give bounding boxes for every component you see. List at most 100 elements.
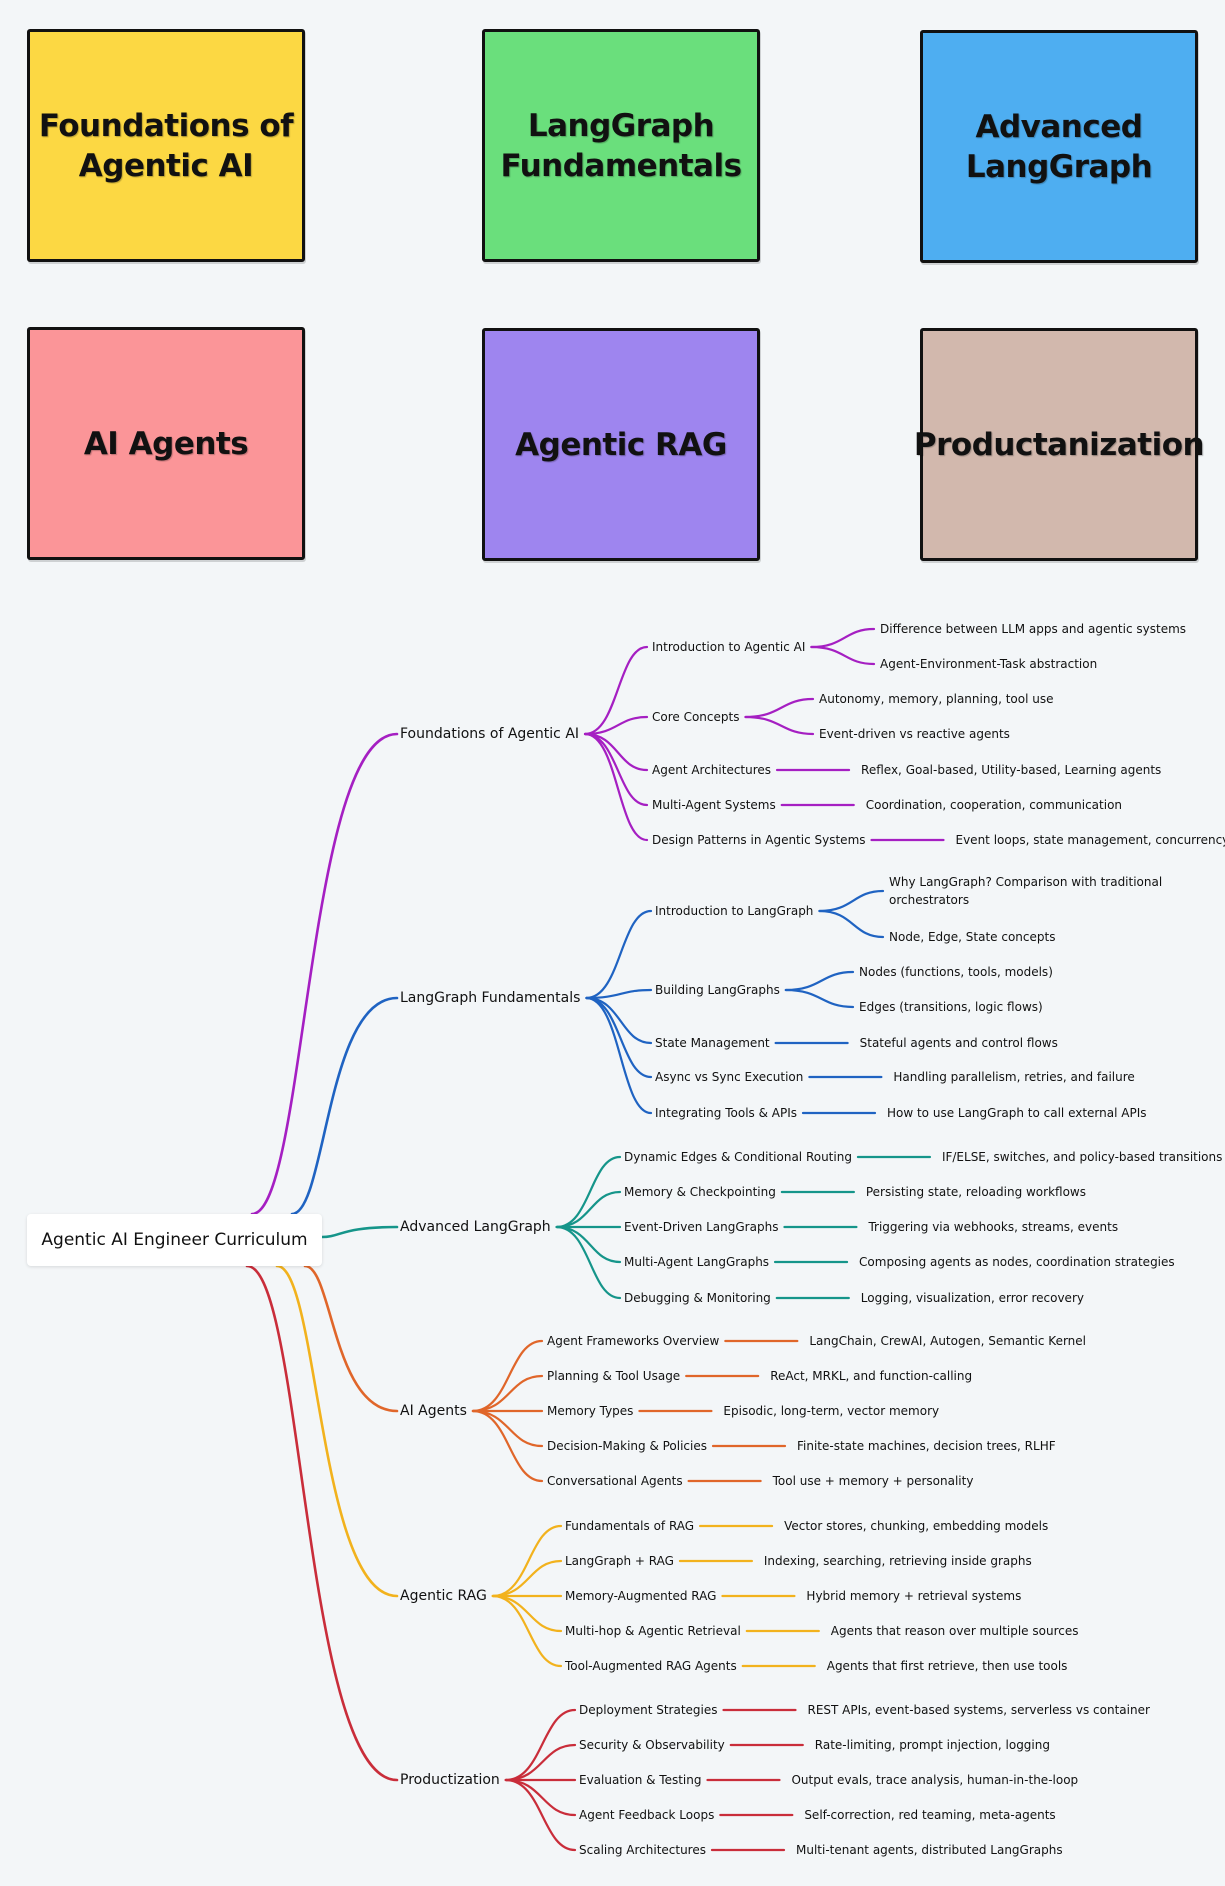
leaf-connector [810,627,876,649]
card-agentic-rag: Agentic RAG [482,328,760,561]
child-connector [491,1594,563,1668]
child-label: Agent Frameworks Overview [547,1334,720,1348]
branch-connector [320,1225,399,1239]
child-connector [583,645,649,736]
leaf-label: Composing agents as nodes, coordination … [859,1255,1175,1269]
child-label: Evaluation & Testing [579,1773,702,1787]
leaf-connector [818,889,885,913]
child-label: Agent Architectures [652,763,771,777]
leaf-label: Vector stores, chunking, embedding model… [784,1519,1048,1533]
child-connector [585,909,653,1000]
leaf-label: Persisting state, reloading workflows [866,1185,1086,1199]
child-label: Fundamentals of RAG [565,1519,694,1533]
card-title: LangGraph Fundamentals [500,107,742,184]
leaf-connector [818,909,885,939]
leaf-label: ReAct, MRKL, and function-calling [770,1369,972,1383]
leaf-label: IF/ELSE, switches, and policy-based tran… [942,1150,1222,1164]
child-connector [555,1155,622,1229]
card-title: Foundations of Agentic AI [38,107,294,184]
leaf-label: Edges (transitions, logic flows) [859,1000,1043,1014]
mindmap-root-label: Agentic AI Engineer Curriculum [41,1230,308,1250]
leaf-label: Handling parallelism, retries, and failu… [893,1070,1134,1084]
child-connector [504,1778,577,1852]
leaf-connector [810,645,876,666]
leaf-label: Event-driven vs reactive agents [819,727,1010,741]
child-connector [583,715,649,736]
leaf-connector [784,970,855,992]
child-connector [471,1374,544,1413]
leaf-connector [744,715,815,736]
leaf-label: How to use LangGraph to call external AP… [887,1106,1147,1120]
child-label: Agent Feedback Loops [579,1808,714,1822]
leaf-label: Self-correction, red teaming, meta-agent… [804,1808,1055,1822]
branch-connector [275,1264,399,1598]
leaf-label: Autonomy, memory, planning, tool use [819,692,1053,706]
leaf-label: Rate-limiting, prompt injection, logging [815,1738,1050,1752]
child-label: Dynamic Edges & Conditional Routing [624,1150,852,1164]
child-label: State Management [655,1036,770,1050]
child-label: Memory-Augmented RAG [565,1589,716,1603]
card-advanced-langgraph: Advanced LangGraph [920,30,1198,263]
leaf-label: Difference between LLM apps and agentic … [880,622,1186,636]
leaf-label: Finite-state machines, decision trees, R… [797,1439,1056,1453]
child-label: Integrating Tools & APIs [655,1106,797,1120]
branch-label: AI Agents [400,1403,467,1419]
child-label: Conversational Agents [547,1474,683,1488]
child-label: Core Concepts [652,710,739,724]
child-label: Deployment Strategies [579,1703,718,1717]
leaf-label: Agents that first retrieve, then use too… [827,1659,1068,1673]
child-label: Memory & Checkpointing [624,1185,776,1199]
card-productanization: Productanization [914,328,1205,561]
leaf-label: Triggering via webhooks, streams, events [867,1220,1118,1234]
leaf-label: Node, Edge, State concepts [889,930,1055,944]
child-connector [585,988,653,1000]
child-connector [555,1225,622,1300]
branch-connector [245,1264,399,1782]
child-label: Event-Driven LangGraphs [624,1220,778,1234]
child-label: Memory Types [547,1404,633,1418]
branch-label: Productization [400,1772,500,1788]
child-label: Tool-Augmented RAG Agents [564,1659,737,1673]
child-label: Multi-Agent LangGraphs [624,1255,769,1269]
child-label: Decision-Making & Policies [547,1439,707,1453]
child-label: Introduction to LangGraph [655,904,813,918]
child-label: Building LangGraphs [655,983,780,997]
leaf-label: Hybrid memory + retrieval systems [806,1589,1021,1603]
leaf-label: Why LangGraph? Comparison with tradition… [889,875,1162,907]
leaf-label: Logging, visualization, error recovery [861,1291,1084,1305]
child-connector [471,1409,544,1483]
child-label: Security & Observability [579,1738,725,1752]
leaf-label: Multi-tenant agents, distributed LangGra… [796,1843,1063,1857]
child-connector [585,996,653,1115]
card-title: Productanization [913,426,1205,463]
child-connector [583,732,649,842]
child-connector [585,996,653,1079]
child-label: Scaling Architectures [579,1843,706,1857]
branch-label: Agentic RAG [400,1588,487,1604]
child-connector [491,1524,563,1598]
child-label: Design Patterns in Agentic Systems [652,833,866,847]
child-label: Async vs Sync Execution [655,1070,803,1084]
leaf-label: Reflex, Goal-based, Utility-based, Learn… [861,763,1161,777]
leaf-connector [784,988,855,1009]
child-label: Multi-hop & Agentic Retrieval [565,1624,741,1638]
child-label: Multi-Agent Systems [652,798,776,812]
leaf-label: Indexing, searching, retrieving inside g… [764,1554,1032,1568]
branch-label: Advanced LangGraph [400,1219,551,1235]
card-title: AI Agents [83,425,249,462]
child-label: Debugging & Monitoring [624,1291,771,1305]
card-title: Advanced LangGraph [965,108,1153,185]
child-label: Planning & Tool Usage [547,1369,680,1383]
leaf-label: Event loops, state management, concurren… [956,833,1225,847]
child-label: LangGraph + RAG [565,1554,674,1568]
leaf-label: Episodic, long-term, vector memory [723,1404,939,1418]
child-connector [504,1743,577,1782]
leaf-label: Coordination, cooperation, communication [866,798,1122,812]
branch-label: Foundations of Agentic AI [400,726,579,742]
leaf-label: Tool use + memory + personality [772,1474,974,1488]
child-connector [491,1559,563,1598]
card-langgraph-fundamentals: LangGraph Fundamentals [482,29,760,262]
leaf-label: Agent-Environment-Task abstraction [880,657,1097,671]
branch-connector [290,996,399,1216]
